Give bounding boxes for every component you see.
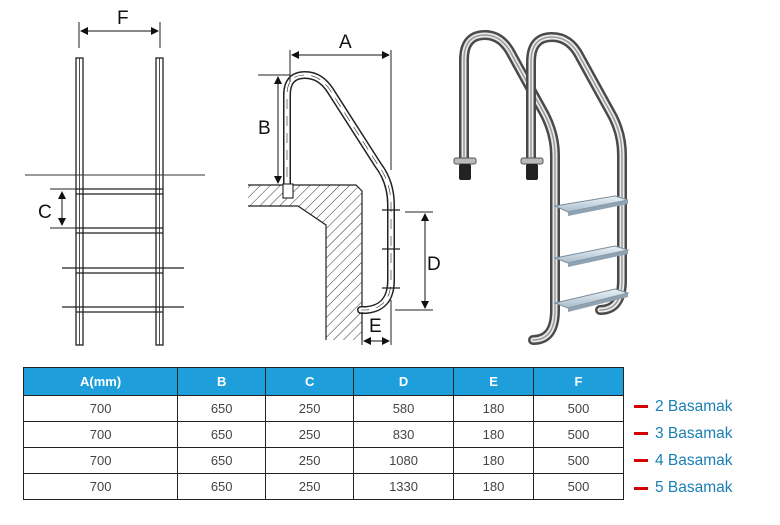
dimension-e: E [361,300,392,345]
dimension-c: C [38,188,76,229]
table-cell: 180 [452,395,535,422]
table-row: 700 650 250 580 180 500 [22,395,624,422]
front-step-3 [62,267,184,274]
legend-item: 5 Basamak [634,475,774,502]
table-cell: 700 [22,421,179,448]
front-step-2 [76,227,163,234]
table-row: 700 650 250 1080 180 500 [22,447,624,474]
table-cell: 250 [265,447,355,474]
table-cell: 500 [533,473,624,500]
red-dash-marker [634,459,648,463]
dimension-f: F [78,8,161,48]
dimension-label-c: C [38,202,52,223]
column-header-e: E [452,367,535,396]
legend-item: 3 Basamak [634,420,774,447]
dimension-label-d: D [427,254,441,275]
ladder-technical-drawing: F C A B [25,8,630,346]
column-header-d: D [353,367,454,396]
ladder-product-photo [453,29,630,345]
table-cell: 180 [452,473,535,500]
dimensions-table: A(mm) B C D E F 700 650 250 580 180 500 … [22,367,624,500]
front-step-4 [62,306,184,313]
legend-label: 3 Basamak [655,424,733,442]
table-cell: 250 [265,395,355,422]
pool-wall-hatch [248,185,362,340]
legend-label: 2 Basamak [655,397,733,415]
table-cell: 700 [22,473,179,500]
table-cell: 180 [452,447,535,474]
legend-item: 4 Basamak [634,447,774,474]
rail-anchors [453,157,544,180]
table-row: 700 650 250 830 180 500 [22,421,624,448]
red-dash-marker [634,432,648,436]
table-cell: 580 [353,395,454,422]
front-rail [526,31,627,315]
dimension-label-e: E [369,316,382,337]
legend-item: 2 Basamak [634,393,774,420]
dimension-label-b: B [258,118,271,139]
table-cell: 700 [22,447,179,474]
red-dash-marker [634,486,648,490]
photo-steps [553,195,630,312]
table-cell: 500 [533,421,624,448]
table-cell: 1080 [353,447,454,474]
table-header-row: A(mm) B C D E F [22,367,624,396]
column-header-c: C [265,367,355,396]
table-cell: 500 [533,447,624,474]
table-cell: 500 [533,395,624,422]
column-header-a: A(mm) [22,367,179,396]
table-cell: 250 [265,421,355,448]
rear-rail [459,29,560,345]
front-right-rail [155,57,164,346]
front-left-rail [75,57,84,346]
side-step-brackets [382,209,400,289]
dimension-label-f: F [117,8,129,29]
table-cell: 830 [353,421,454,448]
legend-label: 4 Basamak [655,451,733,469]
dimension-label-a: A [339,32,352,53]
table-cell: 650 [177,473,267,500]
table-cell: 250 [265,473,355,500]
side-view: A B D E [248,32,441,345]
table-cell: 650 [177,421,267,448]
table-cell: 700 [22,395,179,422]
table-row: 700 650 250 1330 180 500 [22,473,624,500]
table-cell: 1330 [353,473,454,500]
table-cell: 650 [177,395,267,422]
column-header-b: B [177,367,267,396]
step-count-legend: 2 Basamak 3 Basamak 4 Basamak 5 Basamak [634,393,774,502]
table-cell: 650 [177,447,267,474]
dimension-b: B [258,74,290,184]
legend-label: 5 Basamak [655,479,733,497]
dimension-a: A [289,32,392,170]
table-cell: 180 [452,421,535,448]
dimension-d: D [395,211,441,311]
front-view: F C [25,8,205,346]
red-dash-marker [634,405,648,409]
front-step-1 [76,188,163,195]
column-header-f: F [533,367,624,396]
